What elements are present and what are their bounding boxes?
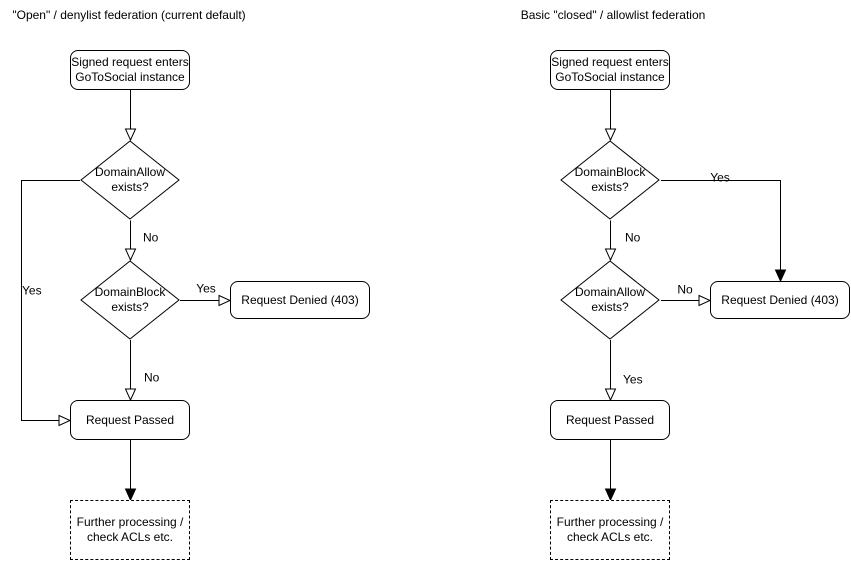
node-decision-domainblock: DomainBlock exists? — [80, 260, 180, 340]
node-further-processing: Further processing / check ACLs etc. — [550, 500, 670, 560]
decision-label: DomainBlock exists? — [94, 285, 166, 314]
edge-label-yes: Yes — [196, 281, 216, 296]
diamond-shape — [80, 260, 180, 340]
edge-decision1-yes-to-denied-right — [661, 180, 787, 283]
edge-label-no: No — [143, 230, 159, 245]
node-entry: Signed request enters GoToSocial instanc… — [70, 50, 190, 90]
diamond-shape — [560, 260, 660, 340]
edge-label-yes: Yes — [623, 372, 643, 387]
edge-label-yes: Yes — [22, 283, 42, 298]
node-decision-domainallow: DomainAllow exists? — [80, 140, 180, 220]
edge-decision1-yes-loop-to-passed — [21, 180, 80, 427]
chart-title: "Open" / denylist federation (current de… — [12, 8, 246, 22]
decision-label: DomainAllow exists? — [574, 285, 646, 314]
node-further-processing: Further processing / check ACLs etc. — [70, 500, 190, 560]
node-request-passed: Request Passed — [550, 400, 670, 440]
node-request-passed: Request Passed — [70, 400, 190, 440]
node-request-denied: Request Denied (403) — [230, 281, 370, 319]
node-decision-domainallow: DomainAllow exists? — [560, 260, 660, 340]
decision-label: DomainBlock exists? — [574, 165, 646, 194]
edge-label-no: No — [677, 282, 693, 297]
edge-label-no: No — [625, 230, 641, 245]
chart-title: Basic "closed" / allowlist federation — [520, 8, 706, 22]
node-decision-domainblock: DomainBlock exists? — [560, 140, 660, 220]
node-entry: Signed request enters GoToSocial instanc… — [550, 50, 670, 90]
edge-label-yes: Yes — [710, 170, 730, 185]
diamond-shape — [80, 140, 180, 220]
diamond-shape — [560, 140, 660, 220]
edge-label-no: No — [144, 370, 160, 385]
decision-label: DomainAllow exists? — [94, 165, 166, 194]
node-request-denied: Request Denied (403) — [710, 281, 850, 319]
